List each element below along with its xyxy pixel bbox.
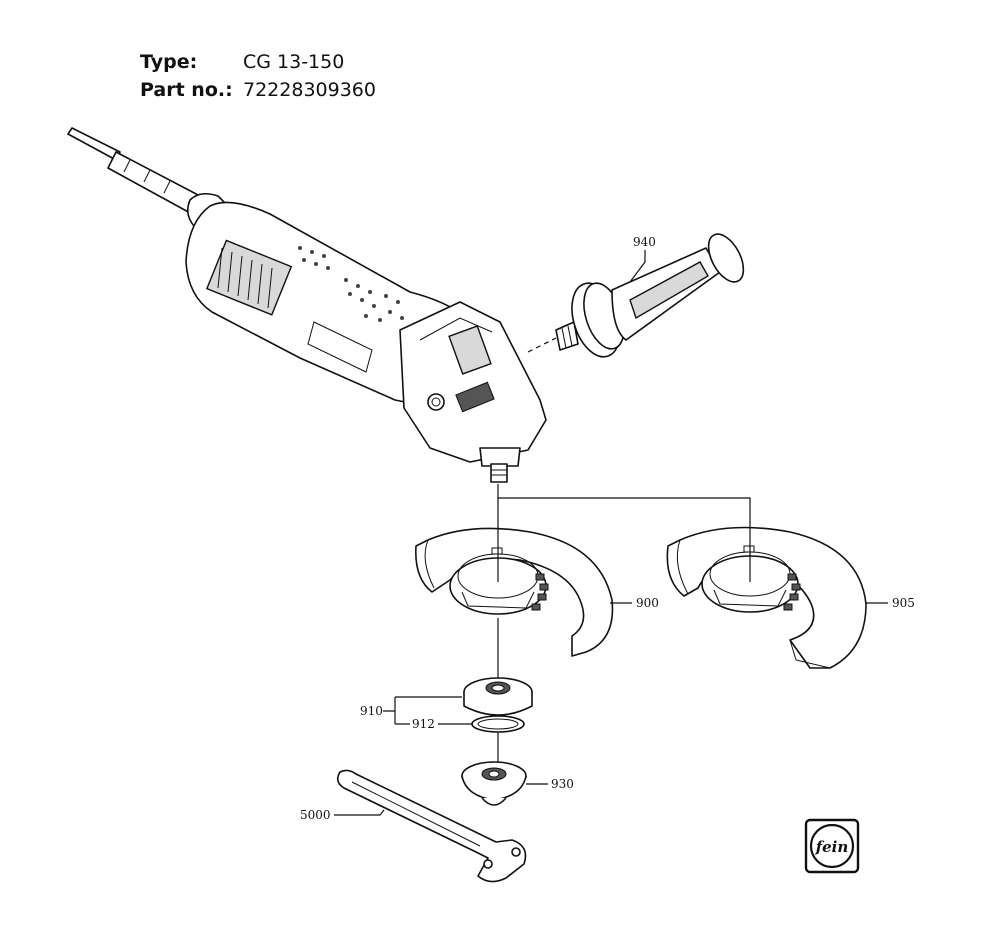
type-row: Type: CG 13-150: [140, 48, 376, 76]
part-row: Part no.: 72228309360: [140, 76, 376, 104]
o-ring-912: [471, 715, 525, 733]
spanner-5000: [336, 769, 527, 883]
grip-texture: [298, 246, 404, 322]
type-value: CG 13-150: [243, 51, 345, 73]
callout-5000: 5000: [300, 808, 331, 822]
callout-900: 900: [636, 596, 659, 610]
type-label: Type:: [140, 51, 198, 73]
guard-900: [415, 527, 614, 657]
callout-905: 905: [892, 596, 915, 610]
callout-940: 940: [633, 235, 656, 249]
callout-910: 910: [360, 704, 383, 718]
callouts: 940 900 905 910 912 930 5000: [300, 235, 915, 822]
handle-axis-line: [527, 337, 557, 353]
fein-logo: fein: [804, 818, 860, 874]
assembly-lines: [497, 484, 751, 766]
callout-912: 912: [412, 717, 435, 731]
flange-910: [463, 677, 533, 716]
side-handle: [555, 233, 745, 358]
angle-grinder: [67, 127, 547, 483]
clamping-nut-930: [461, 761, 527, 806]
part-value: 72228309360: [243, 79, 376, 101]
header-block: Type: CG 13-150 Part no.: 72228309360: [140, 48, 376, 104]
logo-text: fein: [815, 838, 849, 856]
air-vents: [205, 239, 293, 316]
part-label: Part no.:: [140, 79, 233, 101]
guard-905: [666, 526, 867, 669]
callout-930: 930: [551, 777, 574, 791]
